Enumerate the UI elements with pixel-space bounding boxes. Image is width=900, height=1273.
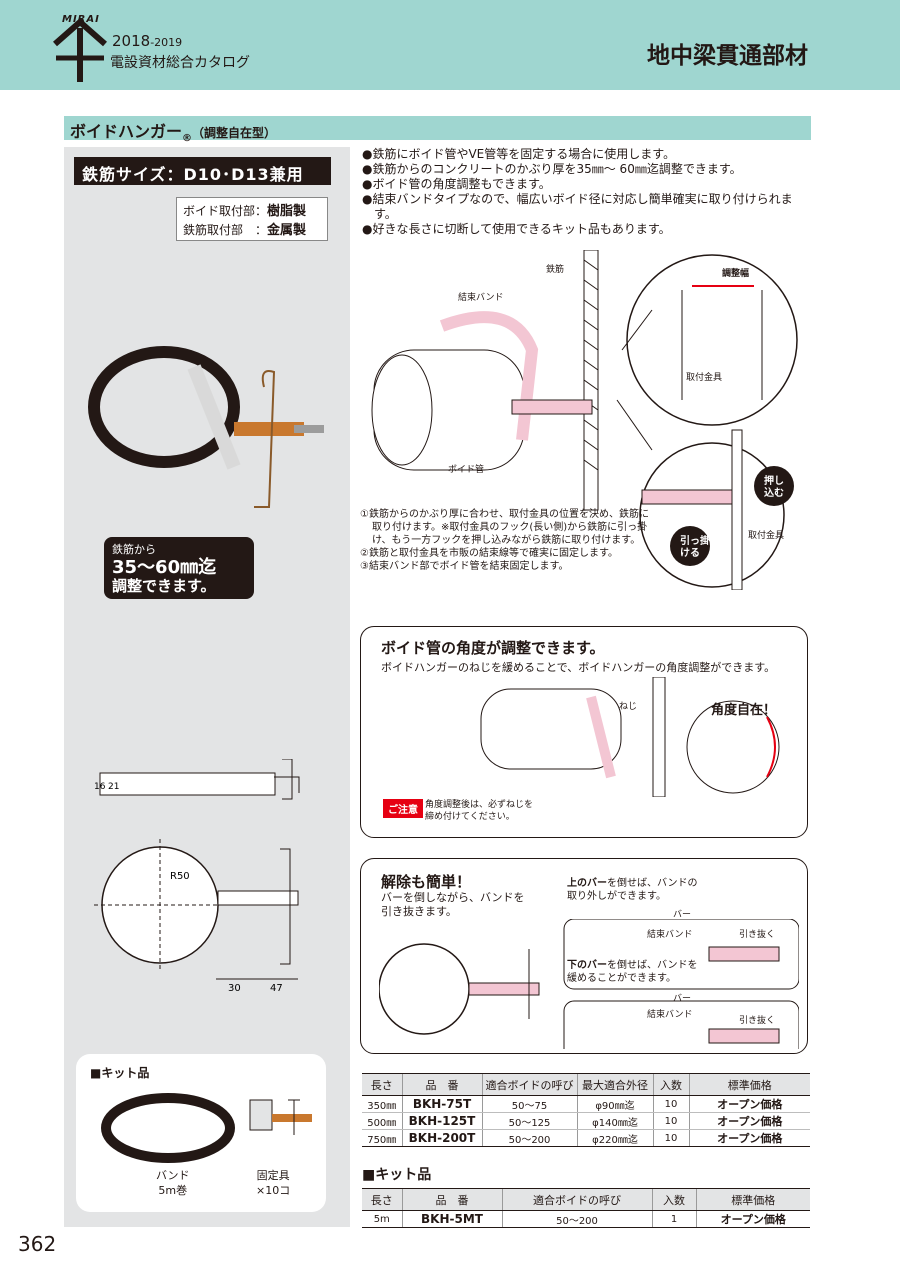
angle-desc: ボイドハンガーのねじを緩めることで、ボイドハンガーの角度調整ができます。 bbox=[381, 661, 776, 674]
label-rebar: 鉄筋 bbox=[546, 265, 565, 275]
release-label-pull-2: 引き抜く bbox=[739, 1016, 776, 1026]
label-adjust-width: 調整幅 bbox=[722, 269, 750, 279]
adjust-callout: 鉄筋から 35～60㎜迄 調整できます。 bbox=[104, 537, 254, 599]
step-item: ①鉄筋からのかぶり厚に合わせ、取付金具の位置を決め、鉄筋に取り付けます。※取付金… bbox=[360, 509, 649, 546]
catalog-name: 電設資材総合カタログ bbox=[110, 55, 250, 71]
label-fitting: 取付金具 bbox=[686, 373, 723, 383]
product-photo bbox=[88, 346, 324, 508]
label-screw: ねじ bbox=[619, 702, 638, 712]
step-item: ③結束バンド部でボイド管を結束固定します。 bbox=[360, 561, 569, 572]
page-number: 362 bbox=[18, 1232, 57, 1256]
install-steps: ①鉄筋からのかぶり厚に合わせ、取付金具の位置を決め、鉄筋に取り付けます。※取付金… bbox=[360, 508, 650, 573]
product-title-bar: ボイドハンガー®（調整自在型） bbox=[64, 116, 811, 144]
material-row: 鉄筋取付部 ：金属製 bbox=[183, 223, 307, 238]
dim-47: 47 bbox=[270, 983, 283, 994]
release-desc: バーを倒しながら、バンドを引き抜きます。 bbox=[381, 891, 525, 918]
angle-title: ボイド管の角度が調整できます。 bbox=[381, 639, 605, 657]
page-header: MIRAI 2018-2019 電設資材総合カタログ 地中梁貫通部材 bbox=[0, 0, 900, 90]
kit-table: 長さ 品 番 適合ボイドの呼び 入数 標準価格 5m BKH-5MT 50～20… bbox=[362, 1188, 810, 1228]
table-row: 350㎜ BKH-75T 50～75 φ90㎜迄 10 オープン価格 bbox=[362, 1095, 810, 1113]
col-void: 適合ボイドの呼び bbox=[481, 1073, 577, 1096]
release-label-bar-2: バー bbox=[673, 994, 692, 1004]
label-hook: 引っ掛ける bbox=[680, 536, 710, 559]
product-table: 長さ 品 番 適合ボイドの呼び 最大適合外径 入数 標準価格 350㎜ BKH-… bbox=[362, 1073, 810, 1147]
feature-item: ●結束バンドタイプなので、幅広いボイド径に対応し簡単確実に取り付けられます。 bbox=[362, 192, 793, 221]
release-note-lower: 下のバーを倒せば、バンドを緩めることができます。 bbox=[567, 960, 698, 984]
label-push: 押し込む bbox=[764, 476, 784, 499]
material-row: ボイド取付部：樹脂製 bbox=[183, 204, 307, 219]
kit-fix-label: 固定具×10コ bbox=[256, 1169, 291, 1197]
kit-heading: ■キット品 bbox=[362, 1167, 432, 1183]
release-label-band: 結束バンド bbox=[647, 930, 693, 940]
mirai-logo-icon bbox=[53, 18, 107, 82]
release-note-upper: 上のバーを倒せば、バンドの取り外しができます。 bbox=[567, 878, 698, 902]
col-part-no: 品 番 bbox=[401, 1188, 502, 1211]
release-box: 解除も簡単！ バーを倒しながら、バンドを引き抜きます。 上のバーを倒せば、バンド… bbox=[360, 858, 808, 1054]
col-length: 長さ bbox=[362, 1188, 402, 1211]
table-row: 750㎜ BKH-200T 50～200 φ220㎜迄 10 オープン価格 bbox=[362, 1129, 810, 1147]
col-price: 標準価格 bbox=[695, 1188, 810, 1211]
feature-item: ●好きな長さに切断して使用できるキット品もあります。 bbox=[362, 222, 671, 236]
dim-21: 21 bbox=[108, 782, 119, 792]
col-part-no: 品 番 bbox=[401, 1073, 482, 1096]
label-fitting-2: 取付金具 bbox=[748, 531, 785, 541]
release-illustration bbox=[379, 919, 799, 1049]
release-label-pull: 引き抜く bbox=[739, 930, 776, 940]
release-label-band-2: 結束バンド bbox=[647, 1010, 693, 1020]
dim-r50: R50 bbox=[170, 871, 190, 882]
col-qty: 入数 bbox=[652, 1073, 689, 1096]
dimension-drawing: 16 21 R50 30 47 bbox=[94, 759, 300, 994]
label-band: 結束バンド bbox=[458, 293, 504, 303]
table-row: 500㎜ BKH-125T 50～125 φ140㎜迄 10 オープン価格 bbox=[362, 1112, 810, 1130]
product-title: ボイドハンガー®（調整自在型） bbox=[70, 122, 277, 145]
installation-diagram bbox=[371, 250, 798, 590]
dim-30: 30 bbox=[228, 983, 241, 994]
col-void: 適合ボイドの呼び bbox=[501, 1188, 652, 1211]
angle-illustration bbox=[480, 677, 780, 797]
table-row: 5m BKH-5MT 50～200 1 オープン価格 bbox=[362, 1210, 810, 1228]
table-header-row: 長さ 品 番 適合ボイドの呼び 入数 標準価格 bbox=[362, 1188, 810, 1211]
release-label-bar: バー bbox=[673, 910, 692, 920]
col-length: 長さ bbox=[362, 1073, 402, 1096]
feature-item: ●鉄筋からのコンクリートのかぶり厚を35㎜～ 60㎜迄調整できます。 bbox=[362, 162, 742, 176]
label-void-pipe: ボイド管 bbox=[448, 465, 485, 475]
table-header-row: 長さ 品 番 適合ボイドの呼び 最大適合外径 入数 標準価格 bbox=[362, 1073, 810, 1096]
kit-fitting-icon bbox=[249, 1099, 312, 1135]
rebar-size-badge: 鉄筋サイズ：D10･D13兼用 bbox=[74, 157, 331, 185]
section-title: 地中梁貫通部材 bbox=[647, 43, 808, 69]
left-panel: 鉄筋サイズ：D10･D13兼用 ボイド取付部：樹脂製 鉄筋取付部 ：金属製 鉄筋… bbox=[64, 147, 350, 1227]
label-angle-free: 角度自在！ bbox=[711, 703, 777, 718]
col-price: 標準価格 bbox=[688, 1073, 810, 1096]
material-box: ボイド取付部：樹脂製 鉄筋取付部 ：金属製 bbox=[176, 197, 328, 241]
feature-item: ●ボイド管の角度調整もできます。 bbox=[362, 177, 551, 191]
step-item: ②鉄筋と取付金具を市販の結束線等で確実に固定します。 bbox=[360, 548, 618, 559]
feature-list: ●鉄筋にボイド管やVE管等を固定する場合に使用します。 ●鉄筋からのコンクリート… bbox=[362, 147, 812, 237]
feature-item: ●鉄筋にボイド管やVE管等を固定する場合に使用します。 bbox=[362, 147, 676, 161]
catalog-year: 2018-2019 bbox=[112, 32, 183, 50]
logo-text: MIRAI bbox=[62, 14, 100, 25]
kit-title: ■キット品 bbox=[90, 1066, 150, 1080]
col-qty: 入数 bbox=[651, 1188, 696, 1211]
release-title: 解除も簡単！ bbox=[381, 873, 472, 891]
col-max-od: 最大適合外径 bbox=[576, 1073, 653, 1096]
dim-16: 16 bbox=[94, 782, 106, 792]
caution-text: 角度調整後は、必ずねじを締め付けてください。 bbox=[425, 800, 534, 822]
kit-band-ring-icon bbox=[101, 1093, 235, 1163]
angle-adjust-box: ボイド管の角度が調整できます。 ボイドハンガーのねじを緩めることで、ボイドハンガ… bbox=[360, 626, 808, 838]
caution-tag: ご注意 bbox=[383, 799, 423, 818]
